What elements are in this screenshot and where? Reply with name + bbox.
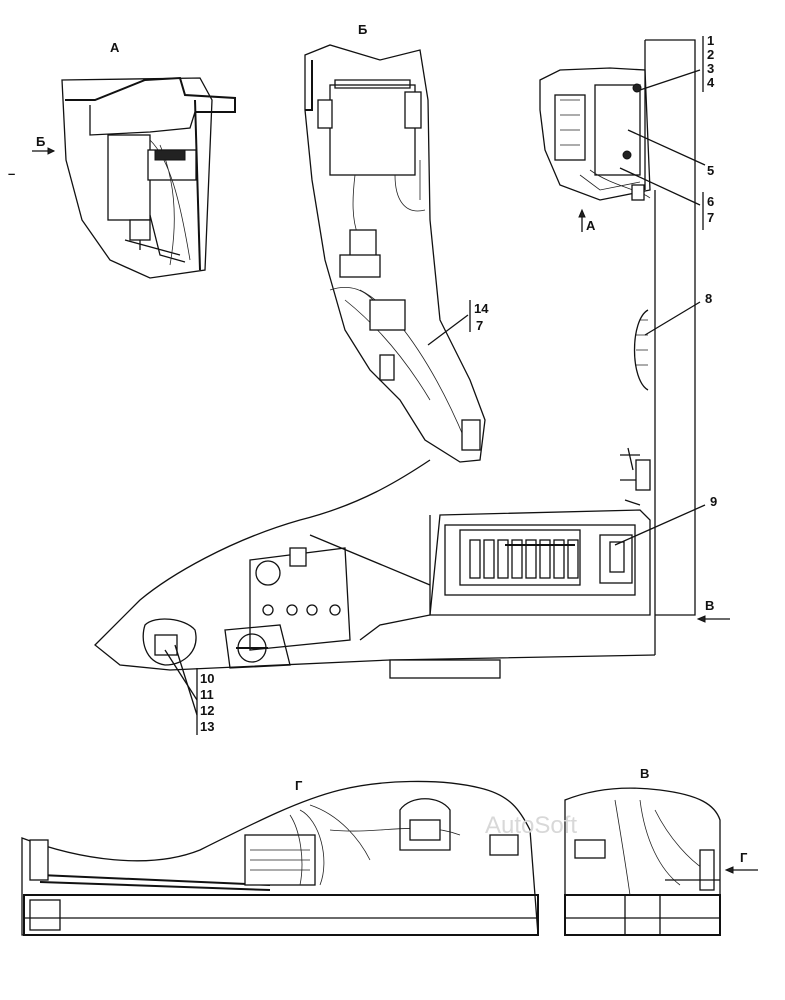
view-a-label: А [110,40,120,55]
callout-2: 2 [707,47,714,62]
view-v-label: В [640,766,649,781]
arrow-b-marker: Б [32,134,56,155]
callout-11: 11 [200,687,214,702]
view-b-detail: Б 14 7 [304,22,489,463]
callout-14-7-group: 14 7 [427,300,489,346]
callout-12: 12 [200,703,214,718]
view-g-label: Г [295,778,303,793]
main-console [94,459,656,679]
callout-9: 9 [710,494,717,509]
arrow-g-marker: Г [724,850,758,874]
callout-7b: 7 [476,318,483,333]
arrow-a-marker: А [578,208,596,233]
callout-9-group: 9 [614,494,717,546]
dash-mark: – [8,166,15,181]
callout-5: 5 [707,163,714,178]
callout-3: 3 [707,61,714,76]
callout-7: 7 [707,210,714,225]
fuse-block [469,539,579,579]
cab-side-panel [539,39,696,655]
arrow-a-label: А [586,218,596,233]
arrow-g-label: Г [740,850,748,865]
callouts-right-upper: 1 2 3 4 5 6 7 [619,33,715,230]
callouts-bottom-left: 10 11 12 13 [164,644,214,735]
view-v-detail: В [564,766,721,936]
callout-6: 6 [707,194,714,209]
callout-14: 14 [474,301,489,316]
arrow-v-marker: В [696,598,730,623]
callout-8: 8 [705,291,712,306]
callout-8-group: 8 [644,291,712,336]
callout-1: 1 [707,33,714,48]
watermark: AutoSoft [485,812,577,839]
arrow-b-label: Б [36,134,45,149]
callout-13: 13 [200,719,214,734]
callout-4: 4 [707,75,715,90]
arrow-v-label: В [705,598,714,613]
callout-10: 10 [200,671,214,686]
view-a-detail: А [61,40,236,279]
view-g-detail: Г [21,778,539,936]
view-b-label: Б [358,22,367,37]
